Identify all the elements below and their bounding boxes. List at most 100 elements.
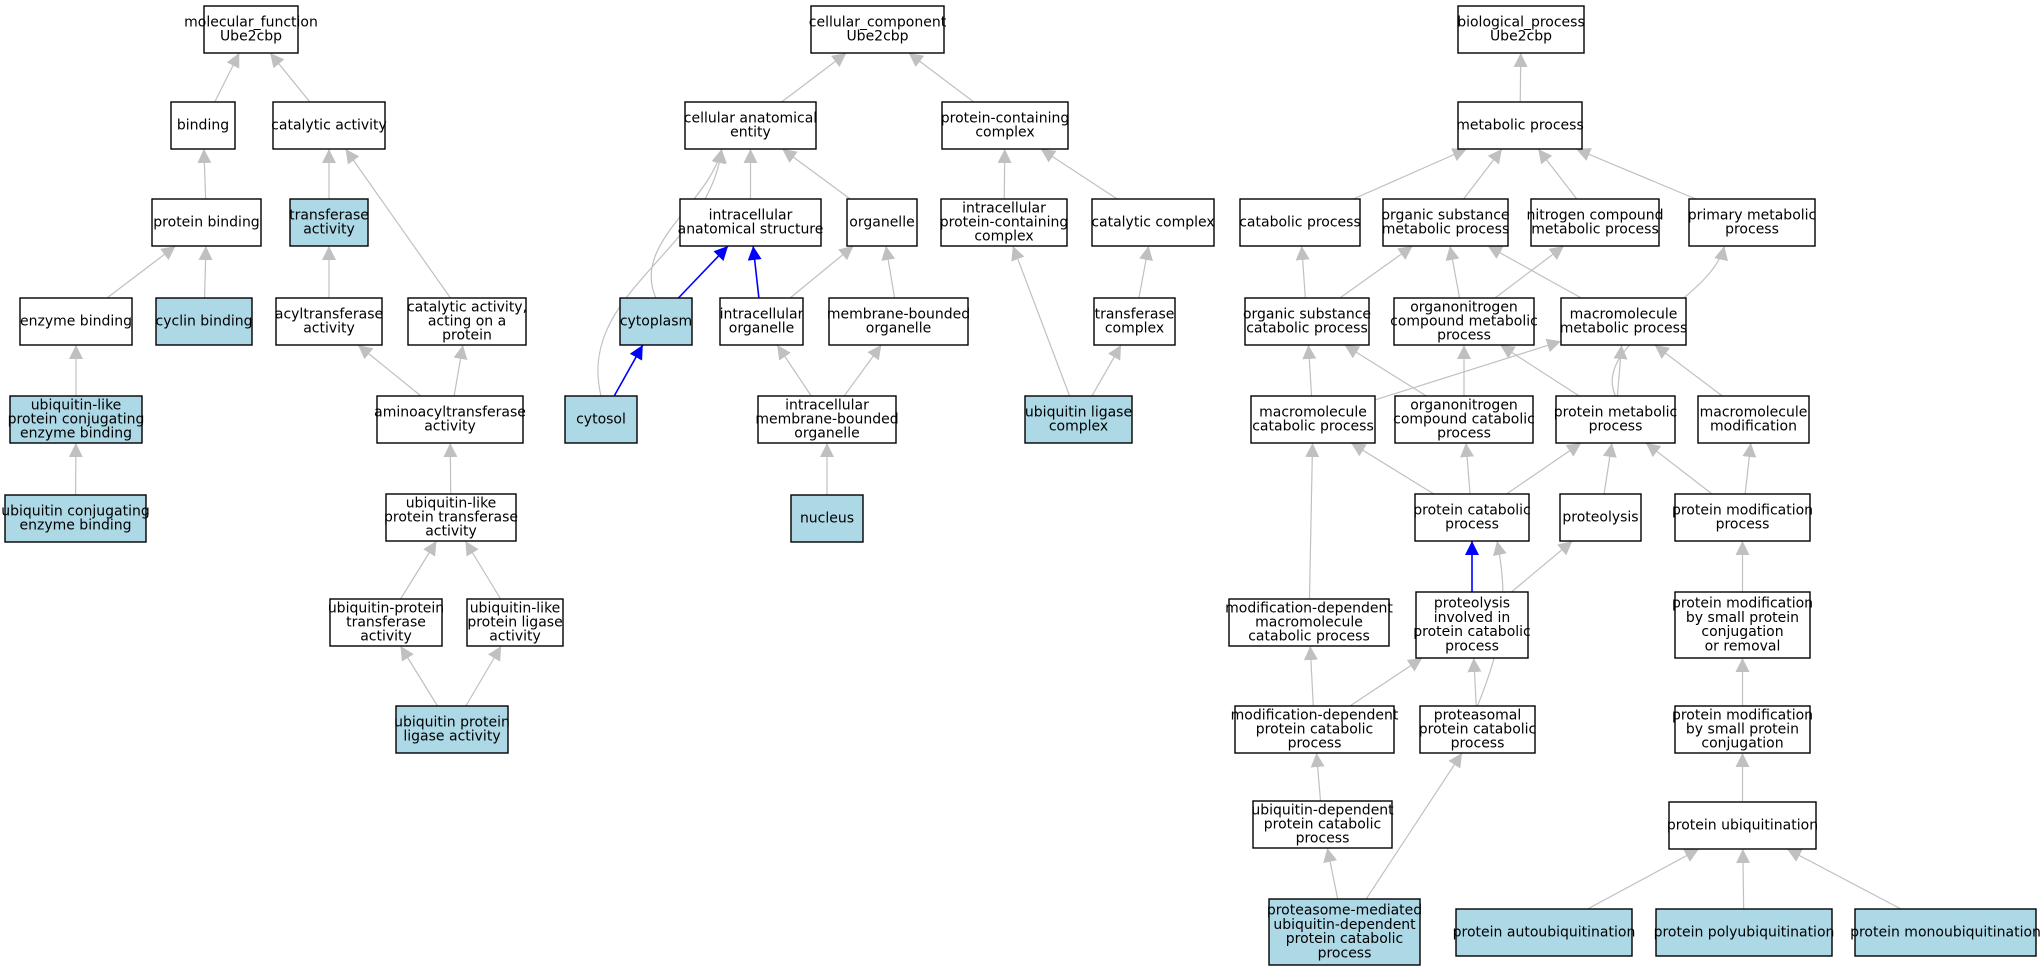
go-term-organelle[interactable]: organelle <box>846 198 918 247</box>
node-label-line: intracellular <box>709 207 793 223</box>
go-term-protein-polyubiq[interactable]: protein polyubiquitination <box>1654 908 1835 957</box>
go-term-protein-monoubiq[interactable]: protein monoubiquitination <box>1850 908 2041 957</box>
node-box <box>790 494 864 543</box>
node-label-line: activity <box>303 321 355 337</box>
go-term-catalytic-activity[interactable]: catalytic activity <box>271 101 387 150</box>
node-label-line: activity <box>425 524 477 540</box>
node-label-line: cellular_component <box>809 14 947 30</box>
go-term-catalytic-complex[interactable]: catalytic complex <box>1091 198 1215 247</box>
go-term-protein-ubiquitination[interactable]: protein ubiquitination <box>1667 801 1818 850</box>
node-label-line: membrane-bounded <box>755 412 898 428</box>
is-a-edge-protein-monoubiq-to-protein-ubiquitination <box>1786 848 1902 910</box>
node-label-line: protein ubiquitination <box>1667 818 1818 834</box>
node-label-line: transferase <box>346 615 426 631</box>
is-a-edge-proteolysis-in-catab-to-proteolysis <box>1511 540 1573 593</box>
node-label-line: ubiquitin protein <box>394 714 510 730</box>
node-label-line: process <box>1288 736 1342 752</box>
go-term-metabolic-process[interactable]: metabolic process <box>1456 101 1584 150</box>
is-a-edge-intracell-prot-complex-to-protein-cont-complex <box>997 148 1012 200</box>
node-label-line: conjugation <box>1701 624 1783 640</box>
node-label-line: compound catabolic <box>1393 412 1535 428</box>
is-a-edge-ub-ligase-complex-to-transferase-complex <box>1091 344 1122 397</box>
node-box <box>1414 493 1530 542</box>
go-term-proteasome-mediated[interactable]: proteasome-mediatedubiquitin-dependentpr… <box>1267 898 1422 966</box>
node-label-line: primary metabolic <box>1688 207 1817 223</box>
node-label-line: complex <box>975 125 1034 141</box>
node-label-line: protein binding <box>153 215 259 231</box>
node-label-line: organonitrogen <box>1410 397 1518 413</box>
node-box <box>1394 395 1534 444</box>
node-label-line: protein catabolic <box>1256 722 1374 738</box>
go-term-nucleus[interactable]: nucleus <box>790 494 864 543</box>
go-term-proteolysis[interactable]: proteolysis <box>1559 493 1642 542</box>
is-a-edge-protein-mod-process-to-macromol-mod <box>1742 442 1757 495</box>
node-label-line: organic substance <box>1381 207 1509 223</box>
node-label-line: enzyme binding <box>20 314 132 330</box>
is-a-edge-aminoacyltransferase-to-catalytic-on-protein <box>453 344 468 397</box>
node-label-line: catabolic process <box>1246 321 1368 337</box>
go-term-cytoplasm[interactable]: cytoplasm <box>619 297 693 346</box>
go-term-catabolic-process[interactable]: catabolic process <box>1239 198 1361 247</box>
go-term-cytosol[interactable]: cytosol <box>564 395 638 444</box>
node-box <box>19 297 133 346</box>
node-label-line: complex <box>974 229 1033 245</box>
node-box <box>828 297 969 346</box>
node-box <box>940 198 1068 247</box>
go-term-protein-binding[interactable]: protein binding <box>151 198 262 247</box>
node-box <box>1697 395 1810 444</box>
node-label-line: protein conjugating <box>8 412 145 428</box>
node-label-line: protein-containing <box>940 215 1068 231</box>
is-a-edge-protein-autoubiq-to-protein-ubiquitination <box>1587 848 1700 910</box>
go-term-protein-autoubiq[interactable]: protein autoubiquitination <box>1453 908 1636 957</box>
node-label-line: protein modification <box>1672 502 1813 518</box>
go-term-mod-dep-macromol-catab[interactable]: modification-dependentmacromoleculecatab… <box>1225 598 1393 647</box>
go-term-binding[interactable]: binding <box>170 101 236 150</box>
is-a-edge-organonitrogen-catab-to-org-subst-catab <box>1344 344 1427 397</box>
go-term-enzyme-binding[interactable]: enzyme binding <box>19 297 133 346</box>
go-term-cyclin-binding[interactable]: cyclin binding <box>155 297 253 346</box>
is-a-edge-metabolic-process-to-bp-root <box>1513 52 1528 103</box>
node-label-line: protein-containing <box>941 110 1069 126</box>
node-label-line: anatomical structure <box>678 222 824 238</box>
